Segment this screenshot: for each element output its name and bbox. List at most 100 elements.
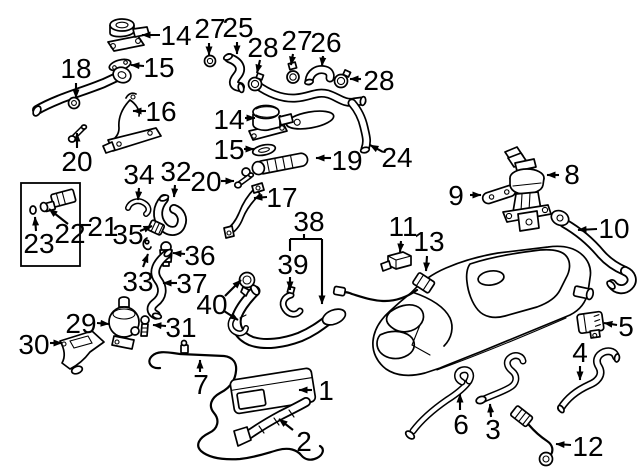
leader-arrow — [130, 62, 145, 70]
callout-37[interactable]: 37 — [162, 268, 208, 299]
callout-26[interactable]: 26 — [310, 27, 342, 67]
part-number-label[interactable]: 4 — [572, 337, 588, 368]
callout-4[interactable]: 4 — [572, 337, 588, 381]
callout-40[interactable]: 40 — [196, 279, 242, 321]
part-number-label[interactable]: 15 — [143, 52, 174, 83]
part-number-label[interactable]: 14 — [213, 104, 244, 135]
callout-18[interactable]: 18 — [60, 53, 92, 99]
part-14-air-valve-top — [107, 18, 150, 52]
part-number-label[interactable]: 30 — [18, 329, 49, 360]
part-number-label[interactable]: 34 — [123, 159, 154, 190]
part-number-label[interactable]: 37 — [176, 268, 207, 299]
part-number-label[interactable]: 40 — [196, 289, 227, 320]
callout-15[interactable]: 15 — [130, 52, 175, 83]
callout-28[interactable]: 28 — [349, 65, 395, 96]
part-number-label[interactable]: 25 — [222, 12, 253, 43]
part-6-pipe — [404, 366, 475, 440]
part-number-label[interactable]: 8 — [564, 159, 580, 190]
callout-10[interactable]: 10 — [577, 213, 630, 244]
callout-6[interactable]: 6 — [453, 393, 469, 440]
part-39-clip — [279, 285, 304, 318]
callout-9[interactable]: 9 — [448, 180, 482, 211]
callout-5[interactable]: 5 — [603, 311, 634, 342]
part-number-label[interactable]: 31 — [165, 312, 196, 343]
callout-28[interactable]: 28 — [247, 32, 279, 74]
part-number-label[interactable]: 27 — [194, 13, 225, 44]
callout-15[interactable]: 15 — [213, 134, 255, 165]
part-number-label[interactable]: 14 — [160, 20, 191, 51]
part-number-label[interactable]: 38 — [293, 206, 324, 237]
callout-35[interactable]: 35 — [112, 219, 153, 250]
callout-27[interactable]: 27 — [194, 13, 226, 56]
callout-25[interactable]: 25 — [222, 12, 254, 55]
part-24-hose-assembly — [252, 80, 372, 154]
part-number-label[interactable]: 28 — [363, 65, 394, 96]
part-number-label[interactable]: 36 — [184, 240, 215, 271]
part-number-label[interactable]: 39 — [277, 249, 308, 280]
part-number-label[interactable]: 3 — [485, 414, 501, 445]
callout-19[interactable]: 19 — [315, 145, 363, 176]
part-31-clamp — [140, 315, 150, 337]
callout-3[interactable]: 3 — [485, 403, 501, 445]
callout-1[interactable]: 1 — [298, 375, 334, 406]
part-8-egr-valve — [502, 146, 552, 232]
part-number-label[interactable]: 19 — [331, 145, 362, 176]
part-number-label[interactable]: 26 — [310, 27, 341, 58]
part-number-label[interactable]: 1 — [318, 375, 334, 406]
part-number-label[interactable]: 9 — [448, 180, 464, 211]
part-number-label[interactable]: 11 — [388, 211, 417, 242]
part-number-label[interactable]: 35 — [112, 219, 143, 250]
callout-23[interactable]: 23 — [23, 216, 55, 259]
part-number-label[interactable]: 16 — [145, 96, 176, 127]
part-number-label[interactable]: 15 — [213, 134, 244, 165]
part-number-label[interactable]: 13 — [413, 226, 444, 257]
part-number-label[interactable]: 17 — [266, 182, 297, 213]
leader-arrow — [139, 225, 153, 233]
part-28-clamp-b — [333, 69, 352, 89]
callout-21[interactable]: 21 — [81, 211, 119, 242]
part-number-label[interactable]: 24 — [381, 142, 412, 173]
callout-39[interactable]: 39 — [277, 249, 309, 291]
callout-31[interactable]: 31 — [152, 312, 197, 343]
callout-27[interactable]: 27 — [281, 25, 313, 66]
callout-14[interactable]: 14 — [213, 104, 256, 135]
callout-24[interactable]: 24 — [369, 142, 413, 173]
callout-36[interactable]: 36 — [172, 240, 216, 271]
part-number-label[interactable]: 18 — [60, 53, 91, 84]
callout-20[interactable]: 20 — [61, 132, 93, 177]
callout-33[interactable]: 33 — [122, 253, 154, 297]
callout-38[interactable]: 38 — [288, 206, 326, 305]
callout-2[interactable]: 2 — [278, 418, 312, 457]
callout-13[interactable]: 13 — [413, 226, 445, 272]
part-number-label[interactable]: 29 — [65, 308, 96, 339]
part-number-label[interactable]: 6 — [453, 409, 469, 440]
part-number-label[interactable]: 27 — [281, 25, 312, 56]
part-number-label[interactable]: 20 — [190, 166, 221, 197]
callout-29[interactable]: 29 — [65, 308, 110, 339]
part-number-label[interactable]: 33 — [122, 266, 153, 297]
part-number-label[interactable]: 28 — [247, 32, 278, 63]
callout-22[interactable]: 22 — [48, 208, 86, 249]
part-number-label[interactable]: 32 — [160, 156, 191, 187]
callout-34[interactable]: 34 — [123, 159, 155, 201]
part-number-label[interactable]: 21 — [87, 211, 118, 242]
part-number-label[interactable]: 10 — [598, 213, 629, 244]
part-number-label[interactable]: 23 — [23, 228, 54, 259]
callout-20[interactable]: 20 — [190, 166, 235, 197]
callout-7[interactable]: 7 — [193, 359, 209, 400]
callout-11[interactable]: 11 — [388, 211, 418, 253]
part-number-label[interactable]: 22 — [54, 218, 85, 249]
callout-32[interactable]: 32 — [160, 156, 192, 198]
part-number-label[interactable]: 2 — [296, 426, 312, 457]
callout-30[interactable]: 30 — [18, 329, 63, 360]
leader-arrow — [423, 255, 431, 272]
part-number-label[interactable]: 12 — [572, 431, 603, 462]
callout-12[interactable]: 12 — [555, 431, 604, 462]
callout-8[interactable]: 8 — [546, 159, 580, 190]
part-number-label[interactable]: 7 — [193, 369, 209, 400]
callout-14[interactable]: 14 — [141, 20, 192, 51]
part-number-label[interactable]: 20 — [61, 146, 92, 177]
callout-17[interactable]: 17 — [253, 182, 298, 213]
part-number-label[interactable]: 5 — [618, 311, 634, 342]
callout-16[interactable]: 16 — [132, 96, 177, 127]
